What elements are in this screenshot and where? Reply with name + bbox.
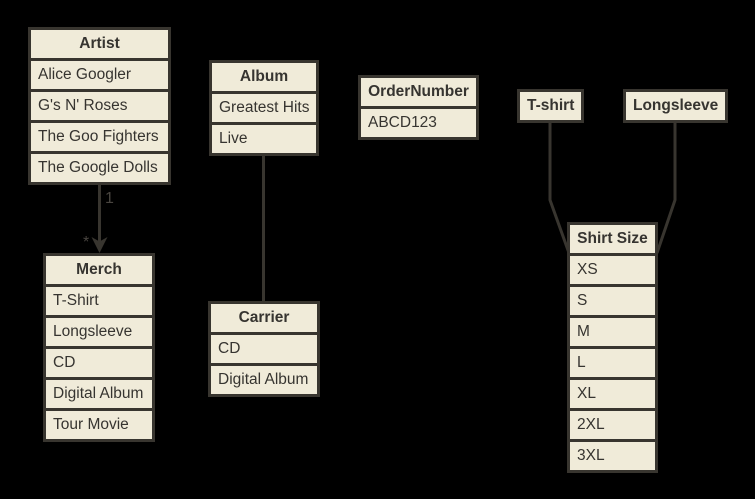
edge-artist-merch-arrowhead [91, 237, 108, 253]
entity-merch-row-3: Digital Album [46, 380, 152, 411]
entity-tshirt: T-shirt [517, 89, 584, 123]
entity-album-row-0: Greatest Hits [212, 94, 316, 125]
edge-label-multiplicity-1: 1 [105, 190, 114, 207]
entity-artist-row-1: G's N' Roses [31, 92, 168, 123]
entity-longsleeve: Longsleeve [623, 89, 728, 123]
entity-merch-header: Merch [46, 256, 152, 287]
entity-shirt-size-row-3: L [570, 349, 655, 380]
entity-shirt-size-row-6: 3XL [577, 447, 605, 464]
entity-tshirt-header: T-shirt [527, 97, 575, 114]
entity-shirt-size-row-1: S [570, 287, 655, 318]
entity-album-header: Album [212, 63, 316, 94]
entity-shirt-size-row-4: XL [570, 380, 655, 411]
entity-carrier-header: Carrier [211, 304, 317, 335]
entity-order-number-row-0: ABCD123 [368, 114, 437, 131]
entity-carrier-row-0: CD [211, 335, 317, 366]
entity-artist-row-3: The Google Dolls [38, 159, 158, 176]
entity-merch-row-0: T-Shirt [46, 287, 152, 318]
entity-artist-header: Artist [31, 30, 168, 61]
entity-order-number-header: OrderNumber [361, 78, 476, 109]
edge-artist-merch: 1 * [83, 183, 114, 253]
entity-album-row-1: Live [219, 130, 248, 147]
entity-shirt-size-header: Shirt Size [570, 225, 655, 256]
entity-artist-row-2: The Goo Fighters [31, 123, 168, 154]
edge-tshirt-shirtsize [548, 120, 571, 254]
entity-artist-row-0: Alice Googler [31, 61, 168, 92]
entity-longsleeve-header: Longsleeve [633, 97, 719, 114]
entity-merch-row-1: Longsleeve [46, 318, 152, 349]
edge-longsleeve-shirtsize [655, 120, 677, 254]
edge-label-multiplicity-star: * [83, 234, 89, 251]
entity-merch-row-4: Tour Movie [53, 416, 129, 433]
entity-shirt-size-row-0: XS [570, 256, 655, 287]
entity-shirt-size-row-5: 2XL [570, 411, 655, 442]
entity-carrier-row-1: Digital Album [218, 371, 309, 388]
entity-shirt-size-row-2: M [570, 318, 655, 349]
entity-merch-row-2: CD [46, 349, 152, 380]
